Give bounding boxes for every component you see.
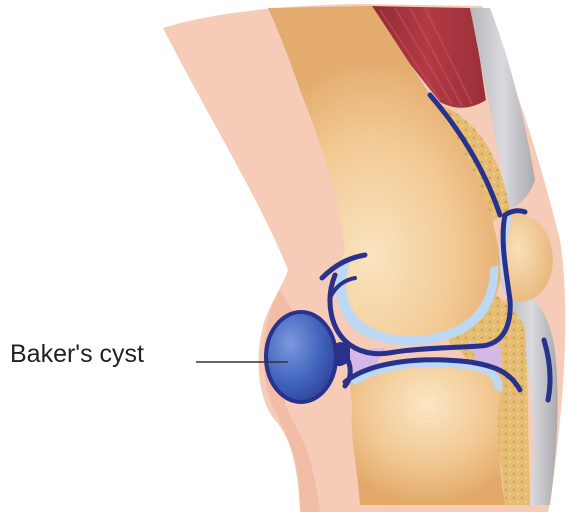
bakers-cyst-label: Baker's cyst xyxy=(10,340,144,369)
tibia-bone xyxy=(350,361,505,505)
